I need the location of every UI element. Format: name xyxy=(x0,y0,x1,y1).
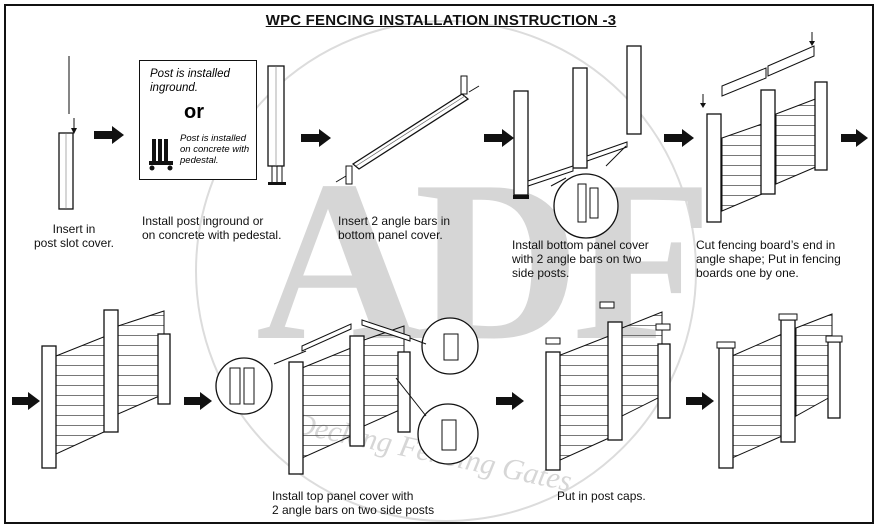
arrow-right-icon xyxy=(664,129,694,147)
step5-illustration xyxy=(700,32,828,223)
note-or: or xyxy=(184,101,204,123)
step-5-caption: Cut fencing board’s end in angle shape; … xyxy=(696,238,841,280)
arrow-right-icon xyxy=(496,392,524,410)
installation-method-note: Post is installed inground. or Post is i… xyxy=(139,60,257,180)
pedestal-icon xyxy=(149,139,173,171)
watermark-circle xyxy=(195,20,697,522)
finished-fence xyxy=(716,313,843,469)
note-pedestal: Post is installed on concrete with pedes… xyxy=(180,133,250,166)
step-6-caption: Install top panel cover with 2 angle bar… xyxy=(272,489,435,517)
step-1-caption: Insert in post slot cover. xyxy=(33,222,115,250)
arrow-right-icon xyxy=(94,126,124,144)
step3-illustration xyxy=(335,75,480,185)
step-2-caption: Install post inground or on concrete wit… xyxy=(142,214,282,242)
step-4-caption: Install bottom panel cover with 2 angle … xyxy=(512,238,649,280)
step2-illustration xyxy=(267,65,286,185)
page-title: WPC FENCING INSTALLATION INSTRUCTION -3 xyxy=(265,12,617,29)
arrow-right-icon xyxy=(184,392,212,410)
assembled-fence-left xyxy=(41,309,171,469)
step-7-caption: Put in post caps. xyxy=(557,489,646,503)
arrow-right-icon xyxy=(484,129,514,147)
step4-illustration xyxy=(513,45,642,239)
step-3-caption: Insert 2 angle bars in bottom panel cove… xyxy=(338,214,451,242)
arrow-right-icon xyxy=(12,392,40,410)
arrow-right-icon xyxy=(686,392,714,410)
step6-illustration xyxy=(215,317,479,475)
instruction-sheet: ADF Decking Fencing Gates WPC FENCING IN… xyxy=(4,4,874,524)
step7-illustration xyxy=(545,301,671,471)
installation-diagram xyxy=(12,32,868,475)
step1-illustration xyxy=(58,56,77,210)
arrow-right-icon xyxy=(301,129,331,147)
note-inground: Post is installed inground. xyxy=(150,68,230,94)
arrow-right-icon xyxy=(841,129,868,147)
